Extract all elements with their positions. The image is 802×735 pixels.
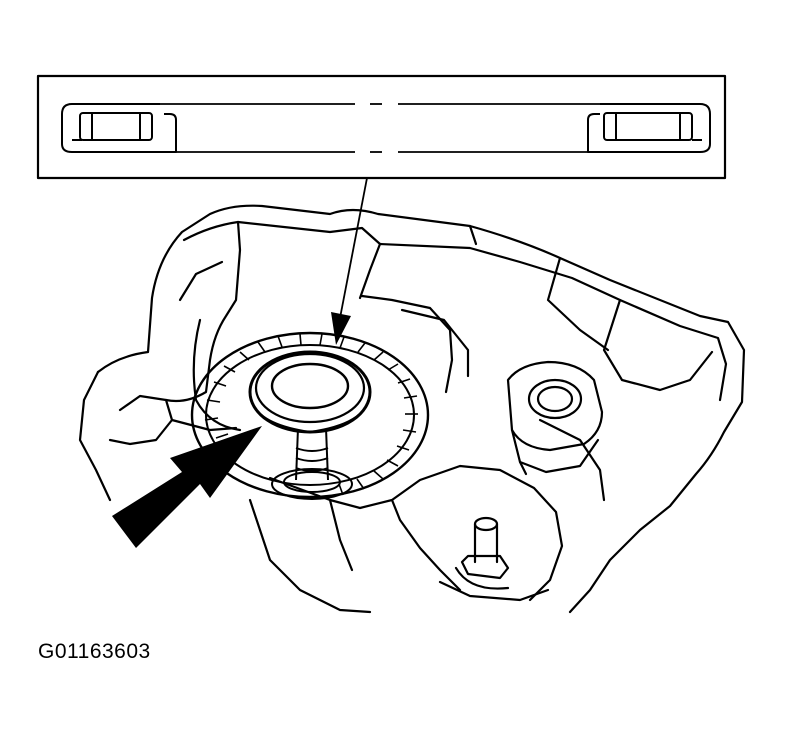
transmission-case [80, 206, 744, 612]
left-race-end [62, 104, 176, 152]
bearing-cross-section-inset [38, 76, 725, 178]
right-boss [508, 362, 602, 474]
right-roller [604, 113, 692, 140]
figure-code: G01163603 [38, 640, 151, 663]
stud-bolt [456, 518, 508, 589]
thrust-washer [250, 352, 370, 432]
input-shaft [272, 428, 352, 499]
pointer-arrow-icon [112, 426, 262, 548]
leader-arrow [331, 178, 367, 345]
left-roller [80, 113, 152, 140]
transmission-case-diagram [0, 0, 802, 640]
right-race-end [588, 104, 710, 152]
inset-frame [38, 76, 725, 178]
race-outline [160, 104, 600, 152]
thrust-bearing [192, 333, 428, 499]
